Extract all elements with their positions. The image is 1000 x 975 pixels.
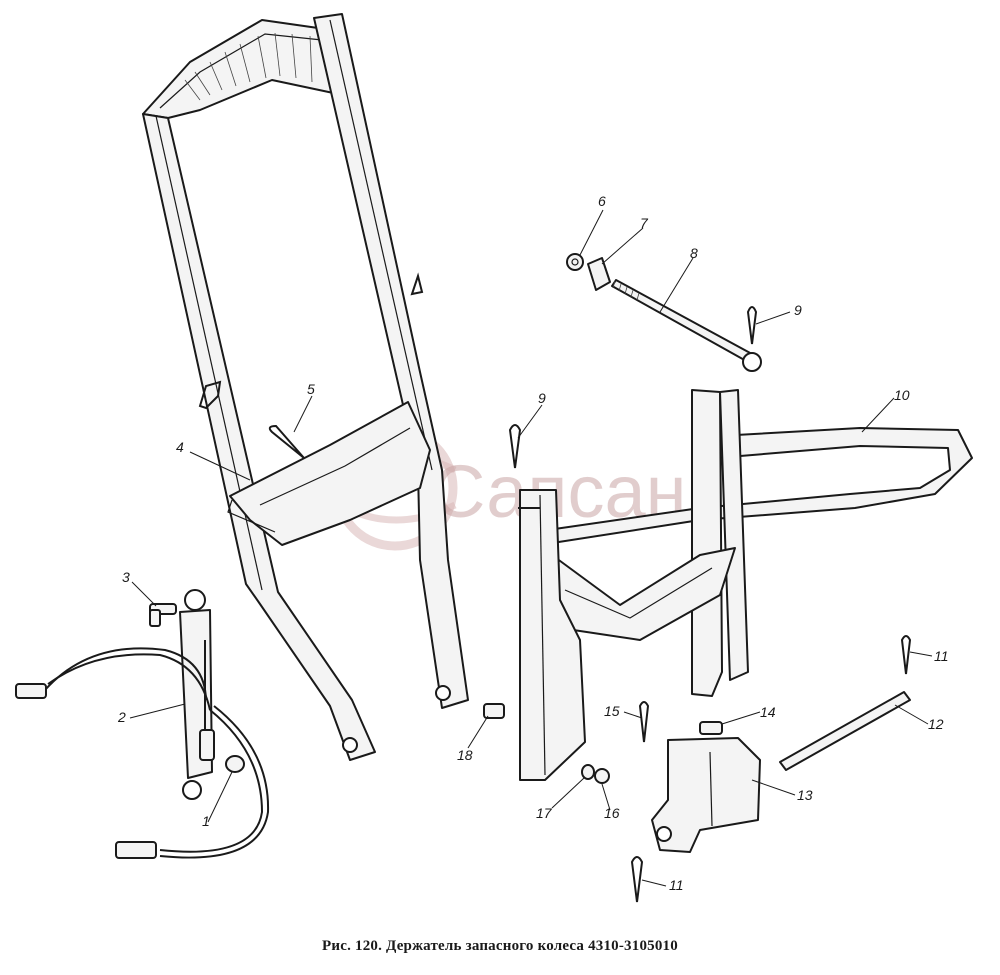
cotter-pin-15 [638,701,650,743]
cylinder [179,589,213,800]
callout-17: 17 [536,805,553,821]
callout-5: 5 [307,381,315,397]
callout-9-lower: 9 [538,390,546,406]
figure-caption: Рис. 120. Держатель запасного колеса 431… [322,938,678,954]
callout-11-lower: 11 [669,877,684,893]
callout-11-upper: 11 [934,648,949,664]
cotter-pin-9-upper [746,306,758,345]
callout-9-upper: 9 [794,302,802,318]
callout-6: 6 [598,193,606,209]
callout-7: 7 [640,215,649,231]
frame-left [142,13,469,761]
callout-2: 2 [117,709,126,725]
callout-16: 16 [604,805,620,821]
frame-right [518,389,973,781]
cotter-pin-11-lower [630,856,644,903]
callout-3: 3 [122,569,130,585]
hoses [15,647,270,859]
clip-7 [587,257,611,291]
callout-4: 4 [176,439,184,455]
cotter-pin-11-upper [900,635,912,675]
cotter-pin-9-lower [508,424,522,469]
cotter-pin-5 [268,424,305,459]
bolt-3 [149,603,177,627]
washer-17 [581,764,595,780]
callout-8: 8 [690,245,698,261]
nut-6 [566,253,584,271]
bolt-18 [483,703,505,719]
pin-12 [779,691,911,771]
rod-8 [611,279,762,372]
nut-16 [594,768,610,784]
callout-14: 14 [760,704,776,720]
bracket-13 [651,737,761,853]
callout-10: 10 [894,387,910,403]
bushing-1 [225,755,245,773]
callout-1: 1 [202,813,210,829]
callout-18: 18 [457,747,473,763]
bolt-14 [699,721,723,735]
callout-13: 13 [797,787,813,803]
callout-12: 12 [928,716,944,732]
callouts: 1 2 3 4 5 6 7 8 9 9 10 11 11 [117,193,949,893]
callout-15: 15 [604,703,620,719]
